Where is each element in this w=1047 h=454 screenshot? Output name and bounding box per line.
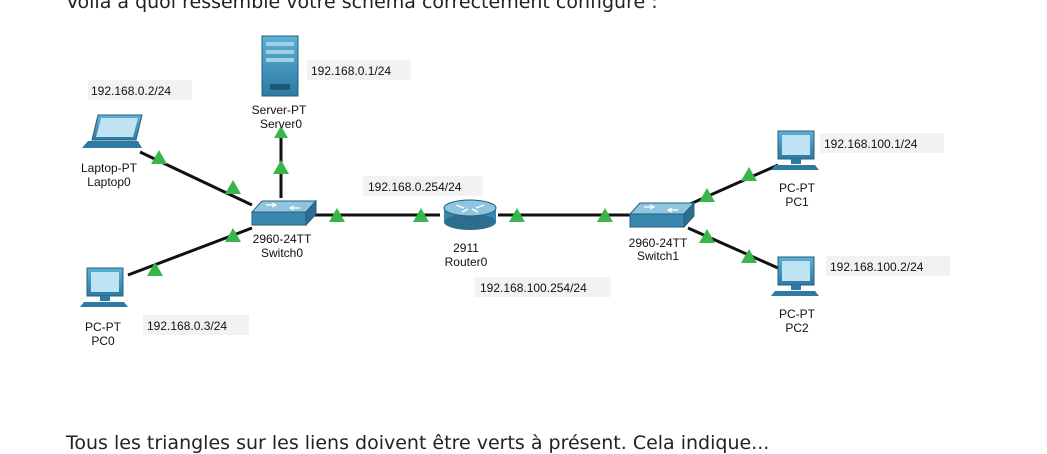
pc2-ip: 192.168.100.2/24 <box>830 260 924 274</box>
network-diagram: Server-PT Server0 192.168.0.1/24 Laptop-… <box>80 35 950 348</box>
pc0[interactable]: PC-PT PC0 <box>80 267 128 348</box>
server0-ip: 192.168.0.1/24 <box>311 64 391 78</box>
pc2-name: PC2 <box>785 321 809 335</box>
server0-name: Server0 <box>260 117 302 131</box>
link-switch1-pc2 <box>687 226 779 270</box>
router-icon <box>443 199 497 230</box>
pc0-name: PC0 <box>91 334 115 348</box>
router0[interactable]: 2911 Router0 <box>443 199 497 269</box>
link-status-icon <box>509 208 525 222</box>
link-status-icon <box>225 180 241 194</box>
link-status-icon <box>225 228 241 242</box>
pc0-ip: 192.168.0.3/24 <box>147 319 227 333</box>
link-status-icon <box>274 126 288 138</box>
switch0[interactable]: 2960-24TT Switch0 <box>250 199 318 260</box>
link-status-icon <box>741 249 757 263</box>
switch-icon <box>628 201 696 229</box>
link-status-icon <box>699 229 715 243</box>
link-status-icon <box>151 150 167 164</box>
laptop0-name: Laptop0 <box>87 175 131 189</box>
switch1-model: 2960-24TT <box>629 236 688 250</box>
laptop0-model: Laptop-PT <box>81 161 138 175</box>
switch-icon <box>250 199 318 227</box>
switch1-name: Switch1 <box>637 249 679 263</box>
switch0-name: Switch0 <box>261 246 303 260</box>
link-status-icon <box>273 160 289 174</box>
laptop0[interactable]: Laptop-PT Laptop0 <box>81 114 143 189</box>
link-status-icon <box>413 208 429 222</box>
pc1-ip: 192.168.100.1/24 <box>824 137 918 151</box>
pc-icon <box>771 256 819 296</box>
switch0-model: 2960-24TT <box>253 232 312 246</box>
pc-icon <box>80 267 128 307</box>
link-status-icon <box>329 208 345 222</box>
link-status-icon <box>699 188 715 202</box>
pc2-model: PC-PT <box>779 307 816 321</box>
router0-model: 2911 <box>453 241 479 255</box>
pc2[interactable]: PC-PT PC2 <box>771 256 819 335</box>
pc1-name: PC1 <box>785 195 809 209</box>
laptop-icon <box>82 114 143 148</box>
link-status-icon <box>597 208 613 222</box>
link-status-icon <box>147 262 163 276</box>
switch1[interactable]: 2960-24TT Switch1 <box>628 201 696 263</box>
pc0-model: PC-PT <box>85 320 122 334</box>
server0[interactable]: Server-PT Server0 <box>252 35 307 131</box>
outro-text: Tous les triangles sur les liens doivent… <box>66 432 770 454</box>
pc1[interactable]: PC-PT PC1 <box>771 130 819 209</box>
router0-name: Router0 <box>445 255 488 269</box>
router0-ip-right: 192.168.100.254/24 <box>480 281 587 295</box>
intro-text: Voilà à quoi ressemble votre schéma corr… <box>66 0 658 13</box>
pc-icon <box>771 130 819 170</box>
server0-model: Server-PT <box>252 103 307 117</box>
link-status-icon <box>741 167 757 181</box>
laptop0-ip: 192.168.0.2/24 <box>91 84 171 98</box>
pc1-model: PC-PT <box>779 181 816 195</box>
router0-ip-left: 192.168.0.254/24 <box>368 180 462 194</box>
server-icon <box>261 35 299 97</box>
